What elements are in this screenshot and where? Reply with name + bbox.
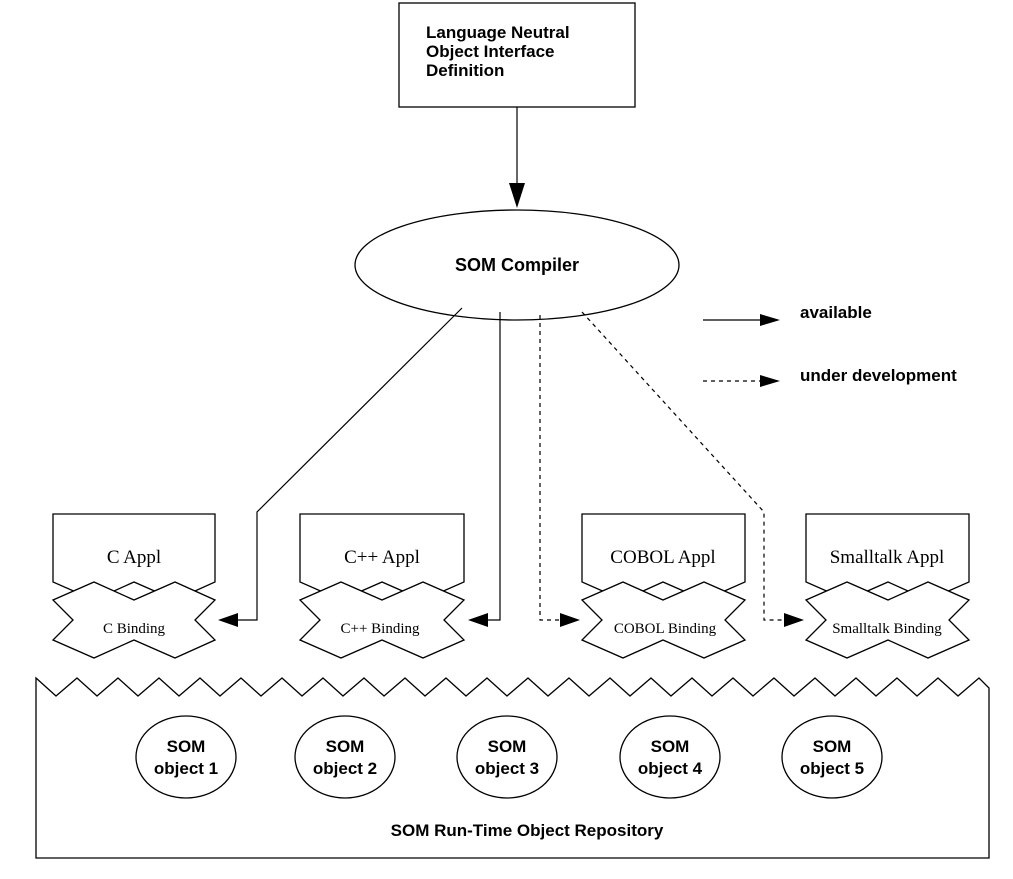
- som-object-5-line-1: SOM: [813, 737, 852, 756]
- interface-definition-line-1: Language Neutral: [426, 23, 570, 42]
- smalltalk-binding-label: Smalltalk Binding: [832, 621, 942, 637]
- legend: available under development: [703, 303, 957, 387]
- legend-available-label: available: [800, 303, 872, 322]
- cpp-binding-shape: [298, 581, 466, 659]
- definition-to-compiler-arrow: [509, 107, 525, 208]
- som-object-3-line-1: SOM: [488, 737, 527, 756]
- connector-smalltalk: [581, 311, 804, 627]
- legend-under-development: under development: [703, 366, 957, 387]
- som-object-2-line-2: object 2: [313, 759, 377, 778]
- cobol-binding-shape: [580, 581, 747, 659]
- c-binding-shape: [51, 581, 217, 659]
- repository-node: SOM object 1 SOM object 2 SOM object 3 S…: [35, 676, 990, 859]
- c-binding-label: C Binding: [103, 621, 166, 637]
- som-object-2-line-1: SOM: [326, 737, 365, 756]
- som-compiler-ellipse: [354, 209, 680, 321]
- smalltalk-binding-shape: [804, 581, 971, 659]
- som-object-1-line-2: object 1: [154, 759, 218, 778]
- legend-under-development-label: under development: [800, 366, 957, 385]
- c-appl-label: C Appl: [107, 547, 161, 568]
- som-object-1-line-1: SOM: [167, 737, 206, 756]
- som-object-3-line-2: object 3: [475, 759, 539, 778]
- legend-available: available: [703, 303, 872, 326]
- som-object-5-line-2: object 5: [800, 759, 864, 778]
- cobol-appl-label: COBOL Appl: [610, 547, 715, 568]
- interface-definition-line-3: Definition: [426, 61, 504, 80]
- som-object-2: SOM object 2: [294, 715, 396, 799]
- som-object-5: SOM object 5: [781, 715, 883, 799]
- cobol-binding-label: COBOL Binding: [614, 621, 717, 637]
- interface-definition-line-2: Object Interface: [426, 42, 555, 61]
- interface-definition-node: Language Neutral Object Interface Defini…: [398, 2, 636, 108]
- app-cpp: C++ Appl C++ Binding: [298, 513, 466, 659]
- som-object-3: SOM object 3: [456, 715, 558, 799]
- connector-c: [218, 307, 463, 627]
- som-object-4-line-2: object 4: [638, 759, 703, 778]
- cpp-binding-label: C++ Binding: [340, 621, 420, 637]
- som-compiler-label: SOM Compiler: [455, 255, 579, 275]
- app-cobol: COBOL Appl COBOL Binding: [580, 513, 747, 659]
- app-c: C Appl C Binding: [51, 513, 217, 659]
- app-smalltalk: Smalltalk Appl Smalltalk Binding: [804, 513, 971, 659]
- som-object-4: SOM object 4: [619, 715, 721, 799]
- connector-cpp: [468, 312, 501, 627]
- interface-definition-box: [398, 2, 636, 108]
- som-object-1: SOM object 1: [135, 715, 237, 799]
- som-object-4-line-1: SOM: [651, 737, 690, 756]
- som-compiler-node: SOM Compiler: [354, 209, 680, 321]
- repository-label: SOM Run-Time Object Repository: [391, 821, 664, 840]
- cpp-appl-label: C++ Appl: [344, 547, 420, 568]
- connector-cobol: [539, 315, 580, 627]
- smalltalk-appl-label: Smalltalk Appl: [830, 547, 945, 568]
